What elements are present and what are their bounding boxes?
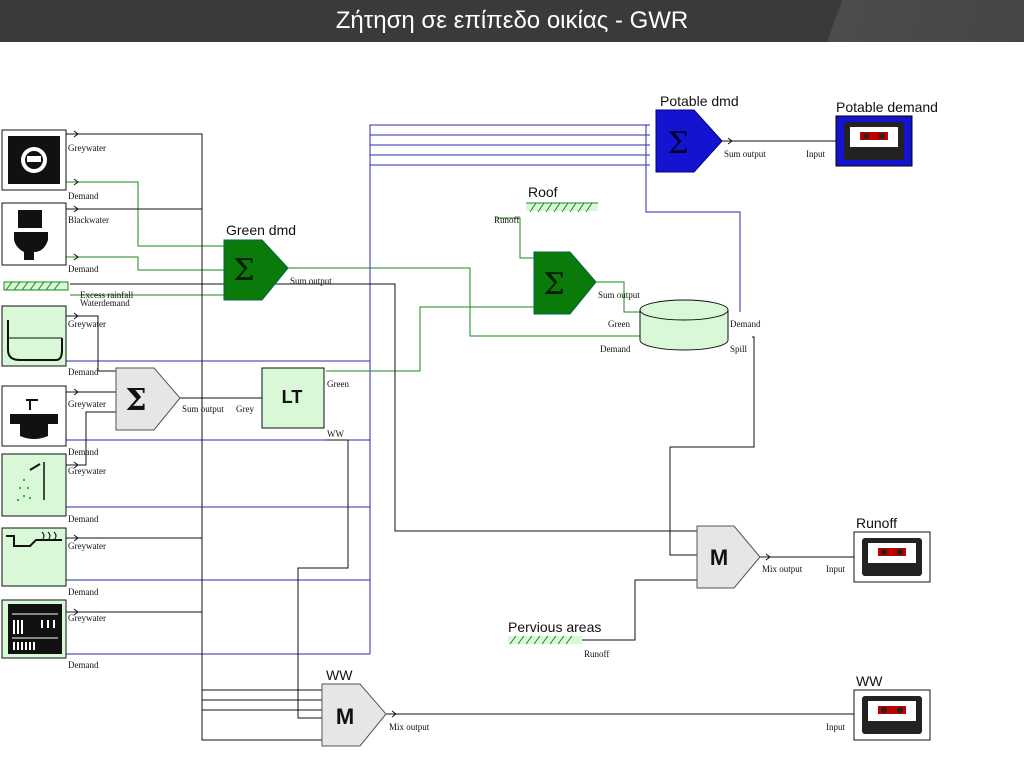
input-label: Input: [826, 564, 845, 574]
green-wires: [66, 181, 640, 372]
black-wires: [66, 133, 856, 741]
demand-label: Demand: [68, 587, 99, 597]
runoff-recorder[interactable]: Runoff Input: [826, 515, 931, 583]
demand-label: Demand: [68, 191, 99, 201]
blackwater-label: Blackwater: [68, 215, 109, 225]
sum-output-label: Sum output: [598, 290, 640, 300]
demand-label: Demand: [68, 447, 99, 457]
demand-label: Demand: [68, 660, 99, 670]
grey-label: Grey: [236, 404, 254, 414]
green-label: Green: [608, 319, 630, 329]
sink-icon[interactable]: [1, 385, 67, 447]
tank-block[interactable]: Green Demand Demand Spill: [600, 299, 761, 354]
toilet-icon[interactable]: [1, 202, 67, 266]
excess-rainfall-label: Excess rainfall: [80, 290, 134, 300]
dishwasher-icon[interactable]: [1, 599, 67, 659]
shower-icon[interactable]: [1, 453, 67, 517]
bathtub-icon[interactable]: [1, 305, 67, 367]
mixer-label: M: [336, 704, 354, 729]
lt-block[interactable]: LT Green WW: [261, 367, 349, 439]
lt-label: LT: [282, 387, 303, 407]
greywater-label: Greywater: [68, 319, 106, 329]
sigma-symbol: Σ: [543, 267, 564, 302]
sigma-symbol: Σ: [233, 253, 254, 288]
washing-machine-icon[interactable]: [1, 129, 67, 191]
roof-label: Roof: [528, 184, 558, 200]
runoff-mixer-block[interactable]: M Mix output: [696, 525, 803, 589]
roof-block[interactable]: Roof Runoff: [494, 184, 598, 225]
potable-dmd-label: Potable dmd: [660, 93, 739, 109]
roof-green-sum-block[interactable]: Σ Sum output: [533, 251, 640, 315]
left-port-labels: Greywater Demand Blackwater Demand Exces…: [68, 143, 134, 670]
runoff-label: Runoff: [856, 515, 897, 531]
potable-demand-recorder[interactable]: Potable demand Input: [806, 99, 938, 167]
sum-output-label: Sum output: [182, 404, 224, 414]
mix-output-label: Mix output: [762, 564, 803, 574]
greywater-sum-block[interactable]: Σ Sum output Grey: [115, 367, 254, 431]
green-dmd-block[interactable]: Green dmd Σ Sum output: [223, 222, 332, 301]
mix-output-label: Mix output: [389, 722, 430, 732]
demand-label: Demand: [600, 344, 631, 354]
spill-label: Spill: [730, 344, 748, 354]
ww-port-label: WW: [327, 429, 344, 439]
sigma-symbol: Σ: [667, 126, 688, 161]
ww-mixer-block[interactable]: WW M Mix output: [321, 667, 430, 747]
runoff-port-label: Runoff: [494, 215, 519, 225]
input-label: Input: [806, 149, 825, 159]
green-label: Green: [327, 379, 349, 389]
greywater-label: Greywater: [68, 399, 106, 409]
model-diagram: Greywater Demand Blackwater Demand Exces…: [1, 93, 938, 747]
ww-recorder[interactable]: WW Input: [826, 673, 931, 741]
ww-out-label: WW: [856, 673, 883, 689]
garden-icon[interactable]: [3, 281, 69, 291]
demand-label: Demand: [68, 264, 99, 274]
sigma-symbol: Σ: [125, 383, 146, 418]
greywater-label: Greywater: [68, 613, 106, 623]
potable-dmd-block[interactable]: Potable dmd Σ Sum output: [655, 93, 766, 173]
title-bar: Ζήτηση σε επίπεδο οικίας - GWR: [0, 0, 1024, 42]
greywater-label: Greywater: [68, 541, 106, 551]
greywater-label: Greywater: [68, 466, 106, 476]
demand-label: Demand: [730, 319, 761, 329]
page-title: Ζήτηση σε επίπεδο οικίας - GWR: [335, 7, 689, 34]
sum-output-label: Sum output: [290, 276, 332, 286]
pervious-areas-label: Pervious areas: [508, 619, 601, 635]
green-dmd-label: Green dmd: [226, 222, 296, 238]
kitchen-sink-icon[interactable]: [1, 527, 67, 587]
mixer-label: M: [710, 545, 728, 570]
port-arrows: [73, 130, 771, 718]
pervious-areas-block[interactable]: Pervious areas Runoff: [508, 619, 609, 659]
title-bar-shade: [814, 0, 1024, 42]
runoff-port-label: Runoff: [584, 649, 609, 659]
sum-output-label: Sum output: [724, 149, 766, 159]
potable-demand-label: Potable demand: [836, 99, 938, 115]
ww-mixer-label: WW: [326, 667, 353, 683]
demand-label: Demand: [68, 367, 99, 377]
blue-wires: [66, 124, 741, 655]
water-demand-label: Waterdemand: [80, 298, 130, 308]
input-label: Input: [826, 722, 845, 732]
greywater-label: Greywater: [68, 143, 106, 153]
demand-label: Demand: [68, 514, 99, 524]
